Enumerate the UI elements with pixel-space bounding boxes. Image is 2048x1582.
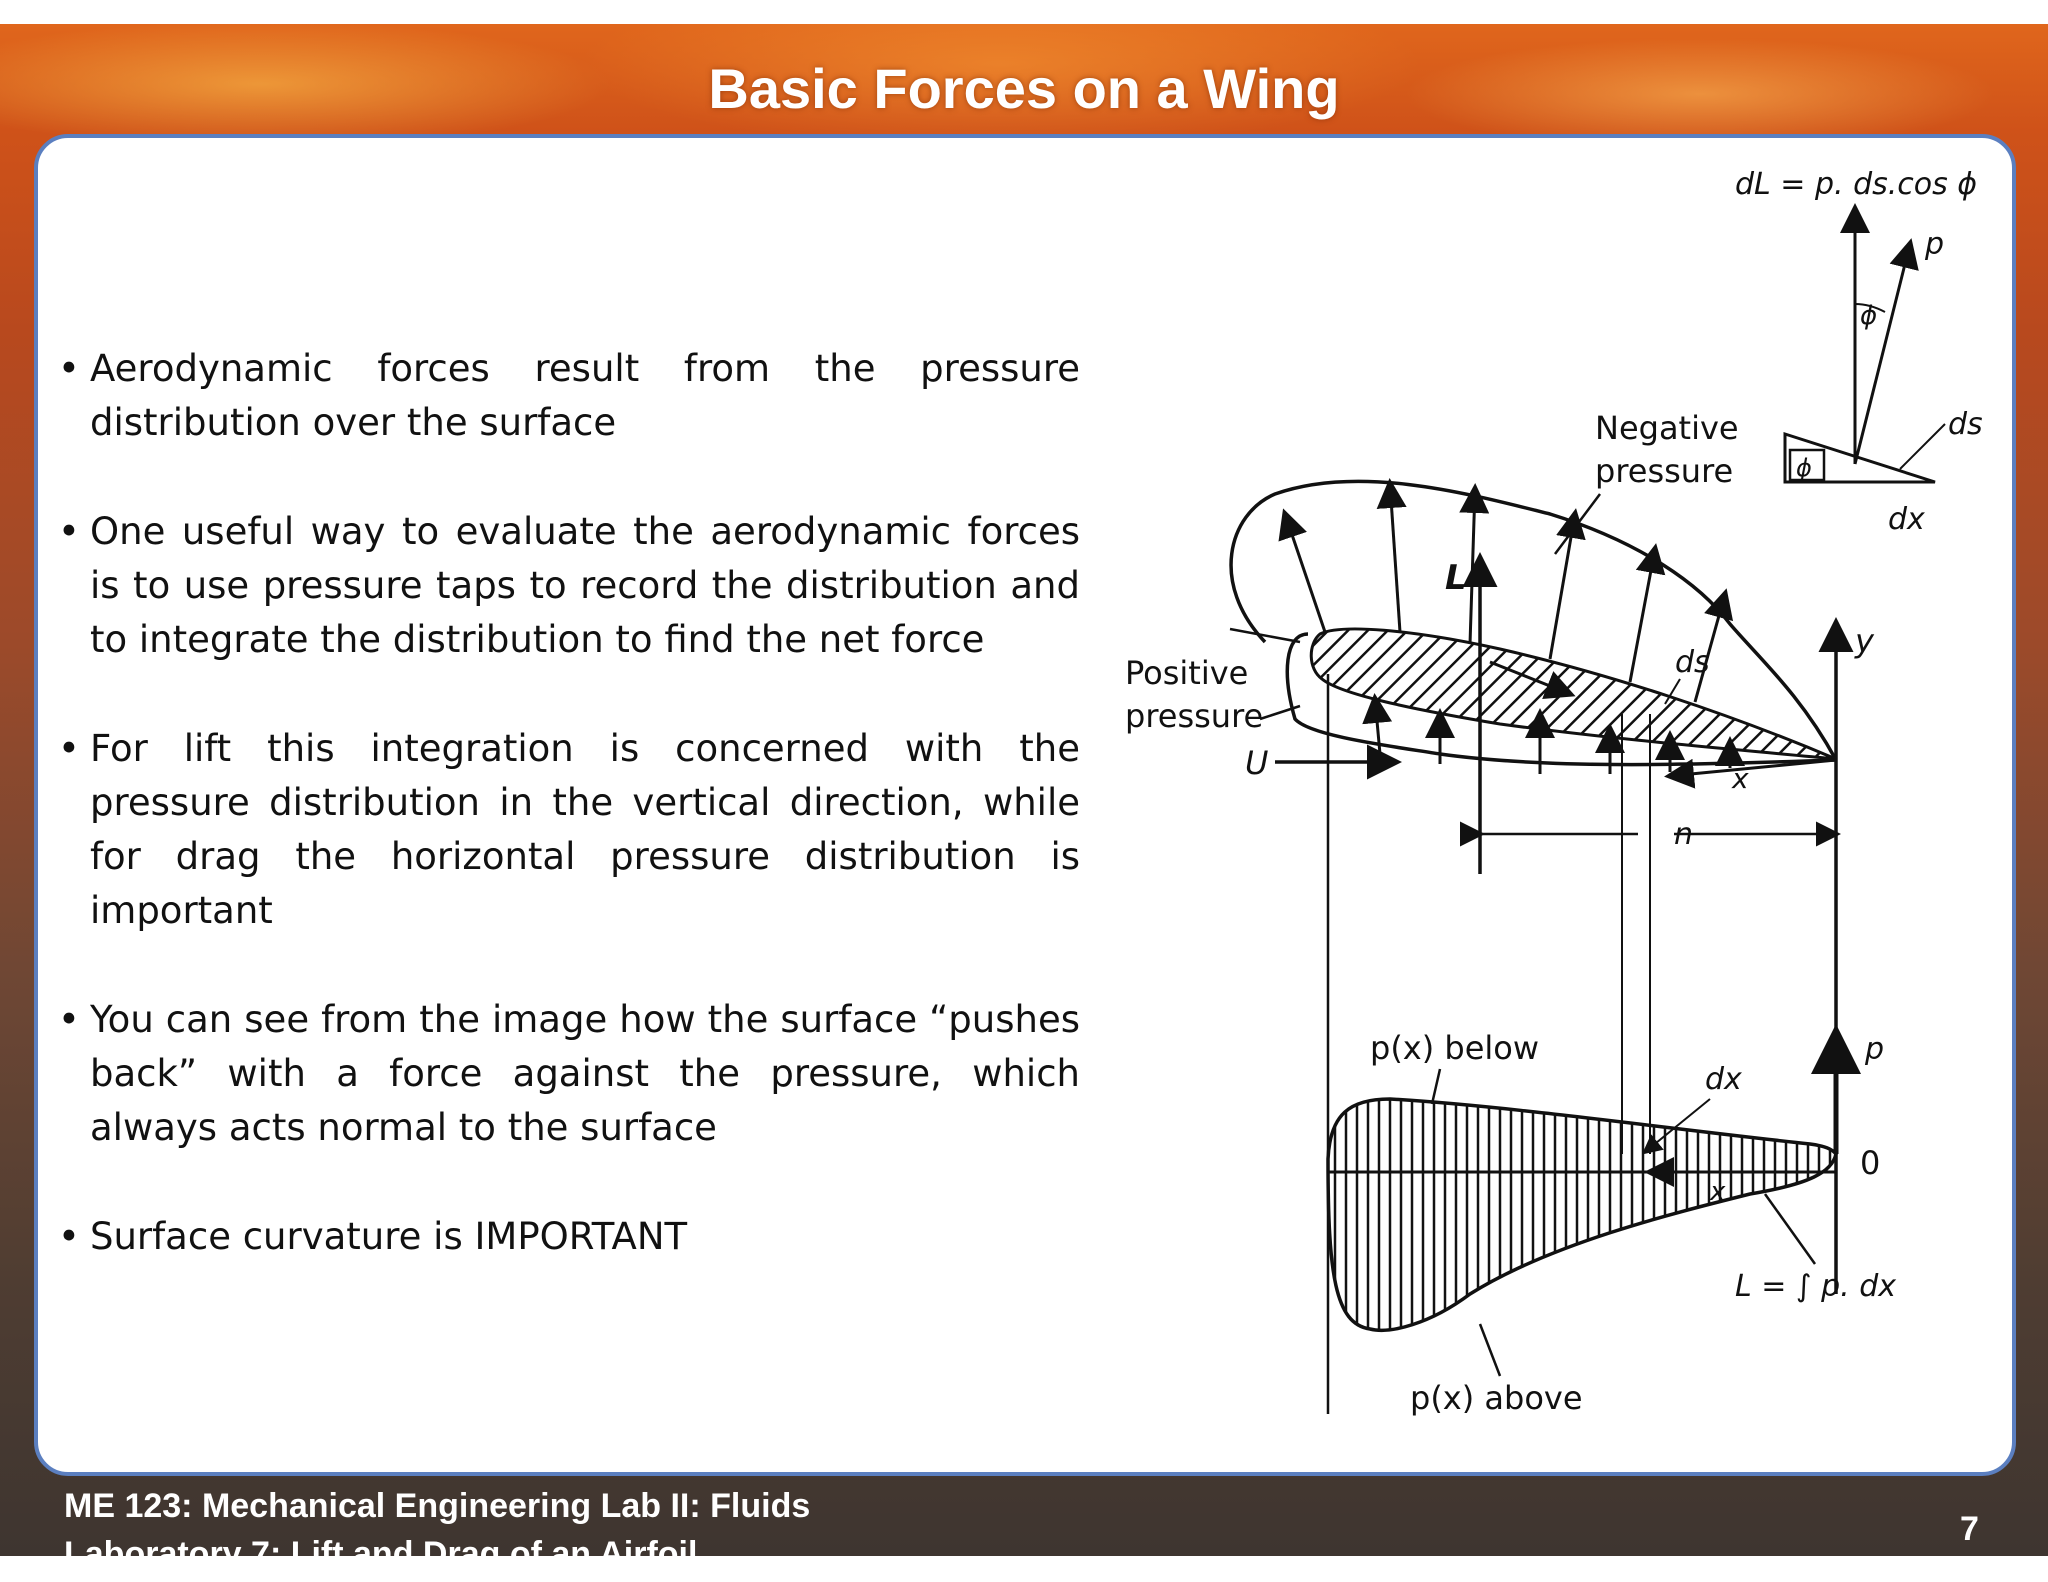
bullet-item: Surface curvature is IMPORTANT bbox=[58, 1210, 1080, 1264]
dl-formula: dL = p. ds.cos ϕ bbox=[1735, 167, 1977, 202]
bullet-item: One useful way to evaluate the aerodynam… bbox=[58, 505, 1080, 667]
p-axis-label: p bbox=[1864, 1032, 1884, 1067]
lift-label: L bbox=[1445, 558, 1467, 598]
dx-element-label: dx bbox=[1888, 502, 1925, 537]
course-title: ME 123: Mechanical Engineering Lab II: F… bbox=[64, 1487, 811, 1525]
page-number: 7 bbox=[1960, 1510, 1979, 1548]
freestream-label: U bbox=[1245, 744, 1268, 782]
ds-element-label: ds bbox=[1948, 407, 1983, 442]
negative-pressure-label-2: pressure bbox=[1595, 452, 1733, 490]
phi-angle-label: ϕ bbox=[1860, 301, 1877, 331]
y-axis-label: y bbox=[1854, 622, 1875, 660]
slide-title: Basic Forces on a Wing bbox=[708, 57, 1340, 120]
dx-strip-label: dx bbox=[1705, 1062, 1742, 1097]
bullet-item: You can see from the image how the surfa… bbox=[58, 993, 1080, 1155]
positive-pressure-label-1: Positive bbox=[1125, 654, 1248, 692]
phi-box-label: ϕ bbox=[1796, 454, 1812, 482]
slide-background: Basic Forces on a Wing Aerodynamic force… bbox=[0, 24, 2048, 1573]
bullet-list: Aerodynamic forces result from the press… bbox=[58, 342, 1080, 1319]
x-coordinate-label: x bbox=[1731, 762, 1749, 795]
negative-pressure-envelope bbox=[1229, 479, 1838, 761]
course-footer: ME 123: Mechanical Engineering Lab II: F… bbox=[64, 1482, 810, 1578]
p-vector-label: p bbox=[1924, 227, 1944, 262]
lab-title: Laboratory 7: Lift and Drag of an Airfoi… bbox=[64, 1535, 698, 1573]
p-above-label: p(x) above bbox=[1410, 1379, 1583, 1417]
lift-integral-formula: L = ∫ p. dx bbox=[1735, 1269, 1896, 1304]
pressure-distribution-plot bbox=[1326, 1097, 1838, 1332]
bullet-item: Aerodynamic forces result from the press… bbox=[58, 342, 1080, 450]
negative-pressure-label-1: Negative bbox=[1595, 409, 1739, 447]
airfoil-section bbox=[1309, 627, 1837, 761]
ds-surface-label: ds bbox=[1675, 645, 1710, 680]
zero-axis-label: 0 bbox=[1860, 1144, 1880, 1182]
bullet-item: For lift this integration is concerned w… bbox=[58, 722, 1080, 938]
airfoil-pressure-diagram: dL = p. ds.cos ϕ p ϕ ϕ ds dx bbox=[1125, 167, 1983, 1417]
p-below-label: p(x) below bbox=[1370, 1029, 1539, 1067]
positive-pressure-label-2: pressure bbox=[1125, 697, 1263, 735]
n-dimension-label: n bbox=[1674, 817, 1693, 852]
force-detail-sketch: dL = p. ds.cos ϕ p ϕ ϕ ds dx bbox=[1735, 167, 1983, 537]
x-strip-label: x bbox=[1709, 1177, 1726, 1207]
